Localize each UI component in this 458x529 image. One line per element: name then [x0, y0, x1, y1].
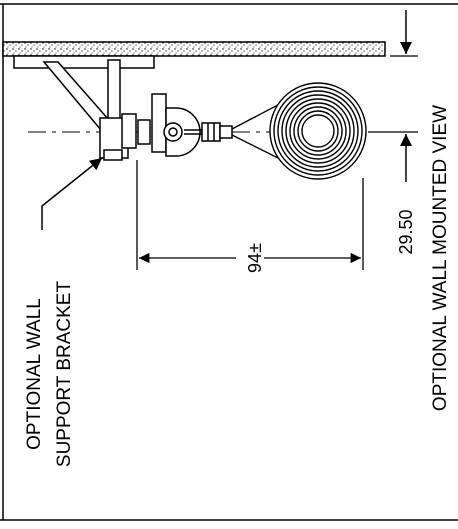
view-title: OPTIONAL WALL MOUNTED VIEW	[430, 105, 451, 411]
bracket-label-line1: OPTIONAL WALL	[24, 298, 45, 450]
hose-fitting	[184, 122, 233, 142]
ceiling-slab	[2, 41, 386, 57]
support-bracket	[13, 55, 155, 161]
dim-width-lines	[136, 160, 364, 270]
bracket-label-line2: SUPPORT BRACKET	[54, 281, 75, 468]
dim-offset-label: 29.50	[396, 209, 416, 254]
bracket-leader	[41, 157, 103, 230]
swivel-housing	[121, 93, 201, 157]
drawing-frame	[0, 3, 458, 521]
dim-width-label: 94±	[245, 243, 265, 273]
hose-coil	[231, 82, 367, 180]
extension-lines	[368, 55, 418, 133]
